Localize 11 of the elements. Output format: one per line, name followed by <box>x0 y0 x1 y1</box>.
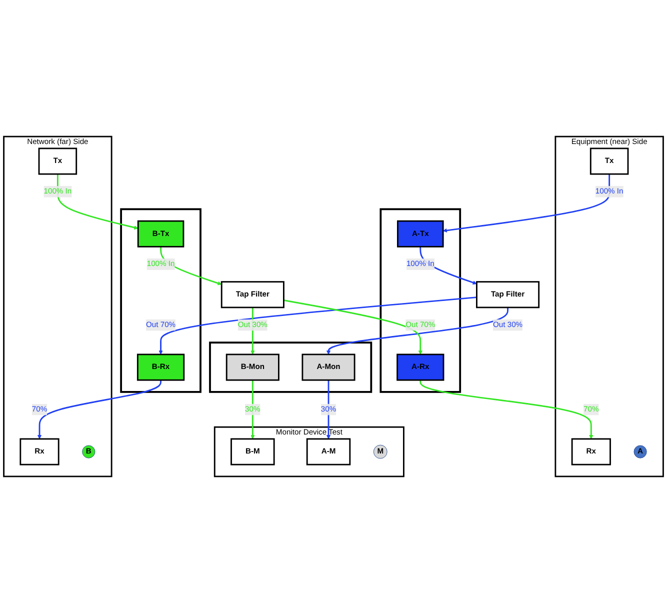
arrow <box>37 380 162 440</box>
arrow <box>56 174 138 230</box>
arrow <box>284 300 422 355</box>
cluster <box>380 208 462 393</box>
arrow <box>420 380 594 440</box>
arrow <box>326 307 508 355</box>
cluster <box>120 208 202 393</box>
arrow <box>250 380 255 440</box>
cluster <box>209 342 372 393</box>
arrow <box>442 174 610 232</box>
arrow <box>326 380 331 440</box>
